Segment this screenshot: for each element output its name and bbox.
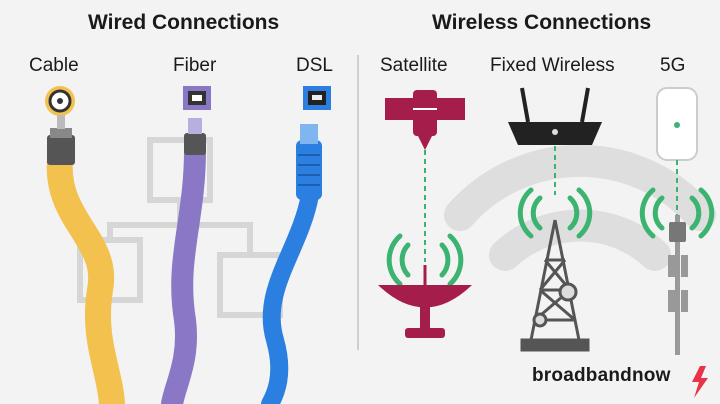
- dsl-port-icon: [303, 86, 331, 110]
- label-cable: Cable: [29, 55, 79, 76]
- cell-tower: [520, 219, 590, 352]
- dsl-cable: [261, 124, 322, 404]
- wifi-symbol-bg: [444, 144, 716, 271]
- label-fixed-wireless: Fixed Wireless: [490, 55, 615, 76]
- fiber-cable: [161, 118, 206, 404]
- satellite-icon: [385, 90, 465, 150]
- label-5g: 5G: [660, 55, 686, 76]
- label-satellite: Satellite: [380, 55, 448, 76]
- small-cell-pole: [668, 215, 688, 355]
- brand-logo-text: broadbandnow: [532, 365, 671, 386]
- 5g-signal-icon: [639, 187, 715, 239]
- satellite-dish-signal-icon: [386, 233, 464, 287]
- label-dsl: DSL: [296, 55, 333, 76]
- satellite-dish: [378, 265, 472, 338]
- wireless-heading: Wireless Connections: [432, 11, 652, 34]
- 5g-device-icon: [656, 87, 698, 161]
- label-fiber: Fiber: [173, 55, 217, 76]
- router-icon: [508, 87, 602, 145]
- tower-signal-icon: [517, 187, 593, 239]
- coax-cable: [46, 115, 125, 404]
- brand-bolt-icon: [692, 366, 708, 398]
- wired-heading: Wired Connections: [88, 11, 280, 34]
- cable-icon: [45, 86, 75, 116]
- fiber-port-icon: [183, 86, 211, 110]
